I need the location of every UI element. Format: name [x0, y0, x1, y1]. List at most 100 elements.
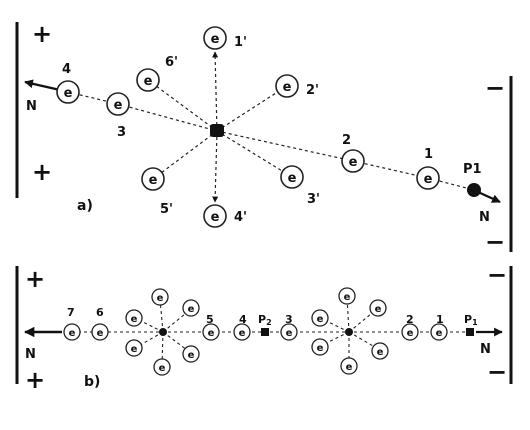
svg-text:e: e — [211, 210, 220, 225]
panel-b-minus-sign-top: − — [487, 261, 507, 289]
svg-text:e: e — [346, 362, 353, 373]
panel-b-label-7: 7 — [67, 306, 75, 319]
panel-a-minus-sign-bottom: − — [485, 228, 505, 256]
panel-a-label-2p: 2' — [306, 83, 319, 98]
svg-text:e: e — [188, 304, 195, 315]
panel-b-star1-electron — [153, 358, 171, 376]
panel-b-label-5: 5 — [206, 313, 214, 326]
svg-text:e: e — [159, 363, 166, 374]
panel-a-label-p1: P1 — [463, 162, 482, 177]
panel-b-label-p1: P1 — [464, 313, 478, 327]
svg-text:e: e — [317, 343, 324, 354]
panel-b-plus-sign-bottom: + — [25, 366, 45, 394]
svg-text:e: e — [131, 344, 138, 355]
panel-b-star2-electron — [338, 287, 356, 305]
svg-text:e: e — [157, 293, 164, 304]
svg-text:e: e — [317, 314, 324, 325]
panel-a-electron-3p — [280, 165, 304, 189]
svg-text:e: e — [149, 173, 158, 188]
panel-a-label-5p: 5' — [160, 202, 173, 217]
panel-b-star2-electron — [311, 338, 329, 356]
panel-a-core — [210, 124, 224, 137]
panel-a-pole-left: N — [26, 99, 37, 114]
panel-b-charge-p1 — [466, 328, 474, 336]
panel-a-label-2: 2 — [342, 133, 351, 148]
panel-a-minus-sign-top: − — [485, 74, 505, 102]
panel-b-electron-1 — [430, 323, 448, 341]
panel-a-electron-3 — [106, 92, 130, 116]
svg-text:e: e — [114, 98, 123, 113]
panel-b: + + − − — [15, 261, 513, 394]
panel-b-pole-left: N — [25, 347, 36, 362]
svg-text:e: e — [344, 292, 351, 303]
panel-b-label-6: 6 — [96, 306, 104, 319]
panel-b-label-4: 4 — [239, 313, 247, 326]
panel-b-star1-electron — [125, 309, 143, 327]
svg-text:e: e — [288, 171, 297, 186]
svg-text:e: e — [283, 80, 292, 95]
panel-a-electron-2 — [341, 149, 365, 173]
panel-b-core-left — [159, 328, 167, 336]
svg-text:e: e — [407, 328, 414, 339]
panel-b-star1-electron — [151, 288, 169, 306]
panel-a-electron-2p — [275, 74, 299, 98]
panel-b-star2-electron — [369, 299, 387, 317]
panel-b-caption: b) — [84, 374, 100, 390]
panel-b-plus-sign-top: + — [25, 265, 45, 293]
svg-text:e: e — [131, 314, 138, 325]
panel-a-electron-1 — [416, 166, 440, 190]
panel-a-label-4: 4 — [62, 62, 71, 77]
panel-b-star1-electron — [125, 339, 143, 357]
panel-b-pole-right: N — [480, 342, 491, 357]
svg-text:e: e — [286, 328, 293, 339]
panel-a-label-1p: 1' — [234, 35, 247, 50]
panel-b-label-2: 2 — [406, 313, 414, 326]
panel-b-electron-7 — [63, 323, 81, 341]
panel-b-label-3: 3 — [285, 313, 293, 326]
panel-a-label-3p: 3' — [307, 192, 320, 207]
panel-a-electron-6p — [136, 68, 160, 92]
panel-b-star2-electron — [340, 357, 358, 375]
svg-text:e: e — [64, 86, 73, 101]
panel-a-plus-sign-top: + — [32, 20, 52, 48]
svg-text:e: e — [69, 328, 76, 339]
panel-a-charge-p1 — [467, 183, 481, 197]
panel-a-left-arrow — [24, 79, 61, 92]
panel-b-label-1: 1 — [436, 313, 444, 326]
svg-text:e: e — [375, 304, 382, 315]
svg-text:e: e — [436, 328, 443, 339]
svg-text:e: e — [144, 74, 153, 89]
panel-b-electron-4 — [233, 323, 251, 341]
svg-text:e: e — [208, 328, 215, 339]
panel-a: + + − − — [15, 20, 513, 256]
svg-text:e: e — [424, 172, 433, 187]
panel-a-label-3: 3 — [117, 125, 126, 140]
panel-a-electron-1p — [203, 26, 227, 50]
panel-b-minus-sign-bottom: − — [487, 358, 507, 386]
panel-a-pole-right: N — [479, 210, 490, 225]
svg-text:e: e — [211, 32, 220, 47]
panel-b-electron-5 — [202, 323, 220, 341]
svg-text:e: e — [349, 155, 358, 170]
panel-a-label-4p: 4' — [234, 210, 247, 225]
panel-b-core-right — [345, 328, 353, 336]
panel-b-label-p2: P2 — [258, 313, 272, 327]
panel-b-electron-3 — [280, 323, 298, 341]
panel-a-caption: a) — [77, 198, 93, 214]
panel-b-electron-2 — [401, 323, 419, 341]
svg-text:e: e — [188, 350, 195, 361]
panel-b-star1-electron — [182, 299, 200, 317]
svg-text:e: e — [377, 347, 384, 358]
panel-a-electron-4 — [56, 80, 80, 104]
svg-text:e: e — [239, 328, 246, 339]
panel-b-star1-electron — [182, 345, 200, 363]
panel-a-right-arrow — [477, 190, 501, 204]
panel-a-plus-sign-bottom: + — [32, 158, 52, 186]
panel-a-electron-4p — [203, 204, 227, 228]
svg-text:e: e — [97, 328, 104, 339]
panel-b-charge-p2 — [261, 328, 269, 336]
panel-a-label-1: 1 — [424, 147, 433, 162]
panel-a-electron-5p — [141, 167, 165, 191]
panel-b-star2-electron — [311, 309, 329, 327]
